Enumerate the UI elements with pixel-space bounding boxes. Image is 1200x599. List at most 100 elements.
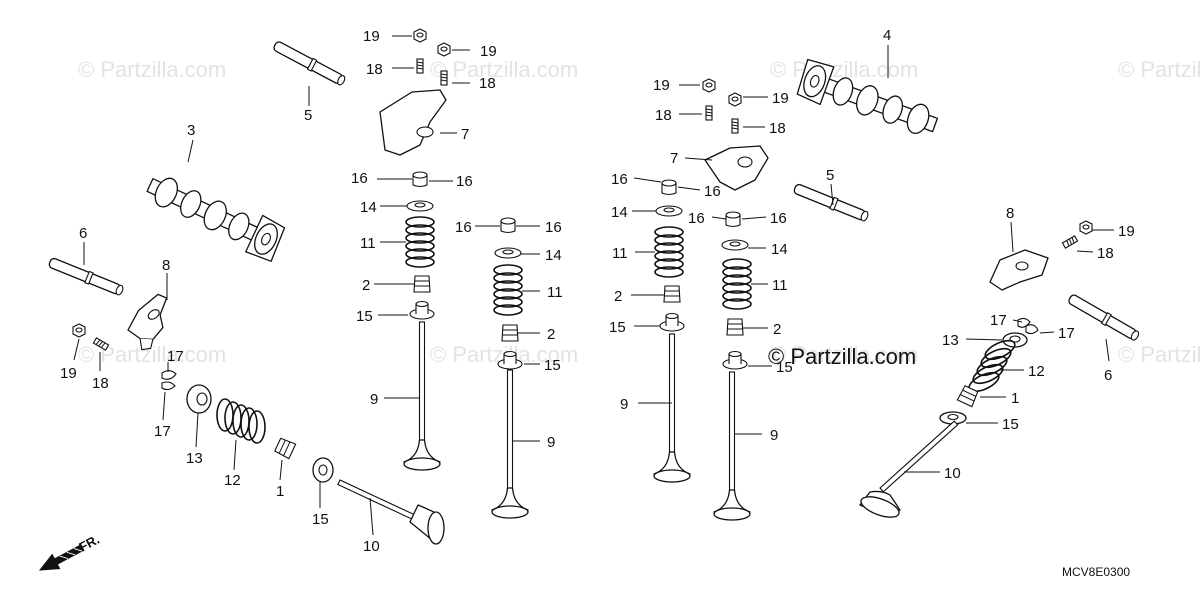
- part-seat-15-left-lower: [312, 457, 334, 483]
- callout-16: 16: [455, 219, 472, 236]
- callout-4: 4: [883, 27, 891, 44]
- callout-11: 11: [360, 235, 376, 252]
- callout-17: 17: [1058, 325, 1075, 342]
- brand-watermark: © Partzilla.com: [768, 344, 916, 369]
- callout-9: 9: [620, 396, 628, 413]
- callout-16: 16: [688, 210, 705, 227]
- part-retainer-13-left: [186, 384, 212, 414]
- part-shim-16-d: [725, 211, 741, 228]
- callout-12: 12: [1028, 363, 1045, 380]
- callout-15: 15: [312, 511, 329, 528]
- callout-13: 13: [942, 332, 959, 349]
- callout-17: 17: [990, 312, 1007, 329]
- callout-19: 19: [653, 77, 670, 94]
- part-stud-18-right: [1061, 235, 1079, 249]
- diagram-code: MCV8E0300: [1062, 565, 1130, 579]
- callout-15: 15: [776, 359, 793, 376]
- callout-10: 10: [944, 465, 961, 482]
- callout-13: 13: [186, 450, 203, 467]
- part-spring-11-c: [654, 226, 684, 278]
- part-cotter-17-left: [161, 370, 177, 391]
- part-valve-10-left: [337, 479, 445, 545]
- callout-2: 2: [362, 277, 370, 294]
- callout-15: 15: [1002, 416, 1019, 433]
- part-shim-16-a: [412, 171, 428, 188]
- callout-15: 15: [609, 319, 626, 336]
- part-spring-11-d: [722, 258, 752, 310]
- callout-6: 6: [1104, 367, 1112, 384]
- callout-18: 18: [655, 107, 672, 124]
- callout-15: 15: [544, 357, 561, 374]
- callout-3: 3: [187, 122, 195, 139]
- part-seal-2-c: [663, 285, 681, 303]
- callout-16: 16: [456, 173, 473, 190]
- callout-16: 16: [545, 219, 562, 236]
- watermark: © Partzilla.com: [1118, 342, 1200, 367]
- callout-11: 11: [772, 277, 788, 294]
- part-stud-18-a: [416, 58, 424, 74]
- part-seal-1-right: [956, 384, 980, 408]
- callout-11: 11: [612, 245, 628, 262]
- callout-19: 19: [60, 365, 77, 382]
- part-stud-18-d: [731, 118, 739, 134]
- part-nut-19-d: [728, 92, 742, 107]
- part-rocker-arm-7-right: [704, 145, 769, 191]
- part-seal-2-a: [413, 275, 431, 293]
- callout-16: 16: [611, 171, 628, 188]
- part-cotter-17-right: [1017, 317, 1039, 335]
- part-rocker-shaft-5-left: [271, 39, 348, 88]
- callout-7: 7: [670, 150, 678, 167]
- callout-18: 18: [479, 75, 496, 92]
- callout-11: 11: [547, 284, 563, 301]
- part-nut-19-right: [1079, 220, 1093, 235]
- part-valve-10-right: [859, 420, 959, 518]
- part-rocker-shaft-6-left: [47, 255, 126, 298]
- callout-7: 7: [461, 126, 469, 143]
- part-retainer-14-d: [721, 239, 749, 251]
- callout-19: 19: [363, 28, 380, 45]
- callout-17: 17: [167, 348, 184, 365]
- callout-17: 17: [154, 423, 171, 440]
- callout-2: 2: [614, 288, 622, 305]
- callout-8: 8: [1006, 205, 1014, 222]
- callout-1: 1: [1011, 390, 1019, 407]
- part-shim-16-b: [500, 217, 516, 234]
- callout-16: 16: [351, 170, 368, 187]
- callout-15: 15: [356, 308, 373, 325]
- callout-2: 2: [547, 326, 555, 343]
- part-valve-9-c: [653, 333, 691, 483]
- callout-9: 9: [770, 427, 778, 444]
- callout-19: 19: [1118, 223, 1135, 240]
- callout-9: 9: [547, 434, 555, 451]
- part-retainer-14-c: [655, 205, 683, 217]
- part-seal-2-d: [726, 318, 744, 336]
- callout-10: 10: [363, 538, 380, 555]
- part-nut-19-a: [413, 28, 427, 43]
- leader-lines: [73, 35, 1114, 536]
- callout-2: 2: [773, 321, 781, 338]
- watermark: © Partzilla.com: [430, 57, 578, 82]
- part-seal-2-b: [501, 324, 519, 342]
- part-rocker-shaft-6-right: [1066, 292, 1142, 343]
- part-spring-12-left: [216, 398, 266, 444]
- callout-16: 16: [704, 183, 721, 200]
- callout-5: 5: [826, 167, 834, 184]
- watermark: © Partzilla.com: [78, 57, 226, 82]
- callout-18: 18: [366, 61, 383, 78]
- callout-14: 14: [545, 247, 562, 264]
- part-stud-18-c: [705, 105, 713, 121]
- callout-19: 19: [772, 90, 789, 107]
- part-nut-19-left-lower: [72, 323, 86, 338]
- watermark: © Partzilla.com: [1118, 57, 1200, 82]
- part-stud-18-b: [440, 70, 448, 86]
- front-direction-arrow: [38, 544, 85, 571]
- callout-16: 16: [770, 210, 787, 227]
- part-rocker-arm-8-right: [989, 249, 1049, 291]
- callout-5: 5: [304, 107, 312, 124]
- part-shim-16-c: [661, 179, 677, 196]
- part-rocker-arm-7-left: [379, 89, 447, 156]
- callout-6: 6: [79, 225, 87, 242]
- callout-labels: 19 19 18 18 5 7 16 16 14 11 2 15 9 16 16…: [60, 27, 1135, 555]
- part-valve-9-b: [491, 369, 529, 519]
